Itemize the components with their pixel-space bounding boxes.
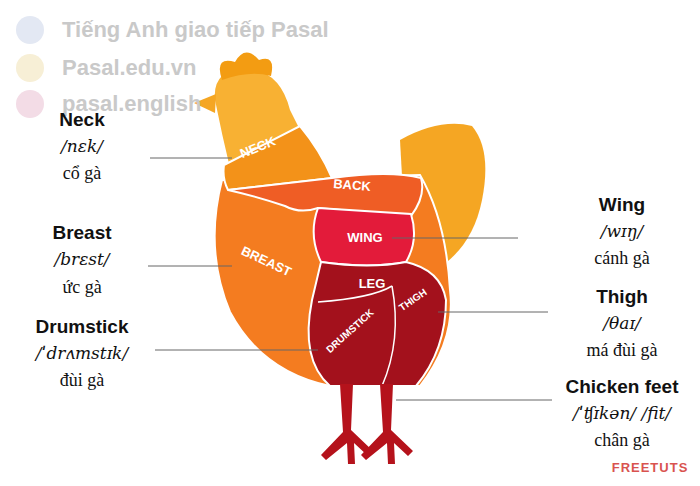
term: Thigh <box>596 286 648 308</box>
leg-region <box>309 262 446 386</box>
term: Breast <box>52 222 111 244</box>
phonetic: /ˈdrʌmstɪk/ <box>36 344 128 364</box>
phonetic: /θaɪ/ <box>603 314 640 334</box>
watermark: Pasal.edu.vn <box>62 55 197 80</box>
logo: FREETUTS <box>612 461 689 476</box>
leader-line <box>438 312 548 313</box>
thigh-divider <box>382 286 395 386</box>
watermark: Tiếng Anh giao tiếp Pasal <box>62 17 329 42</box>
leader-line <box>155 350 318 351</box>
wing-region <box>314 208 414 266</box>
phonetic: /ˈʧɪkən/ /fit/ <box>573 404 671 424</box>
leader-line <box>396 400 552 401</box>
term: Wing <box>599 194 645 216</box>
leader-line <box>150 158 232 159</box>
translation: đùi gà <box>60 370 105 391</box>
phonetic: /wɪŋ/ <box>601 222 643 242</box>
term: Drumstick <box>36 316 129 338</box>
translation: cổ gà <box>63 163 101 184</box>
leader-line <box>392 238 518 239</box>
translation: ức gà <box>62 277 101 298</box>
facebook-icon <box>16 16 44 44</box>
phonetic: /nɛk/ <box>61 137 103 157</box>
part-label: WING <box>347 231 382 246</box>
translation: chân gà <box>594 430 649 451</box>
part-label: BACK <box>333 177 372 195</box>
part-label: LEG <box>359 277 386 292</box>
right-foot <box>361 384 413 464</box>
term: Neck <box>59 109 104 131</box>
web-icon <box>16 54 44 82</box>
breast-region <box>215 175 451 386</box>
leader-line <box>148 266 232 267</box>
comb <box>220 52 272 80</box>
phonetic: /brɛst/ <box>54 250 109 270</box>
translation: cánh gà <box>594 248 649 269</box>
instagram-icon <box>16 90 44 118</box>
term: Chicken feet <box>566 376 679 398</box>
translation: má đùi gà <box>587 340 658 361</box>
